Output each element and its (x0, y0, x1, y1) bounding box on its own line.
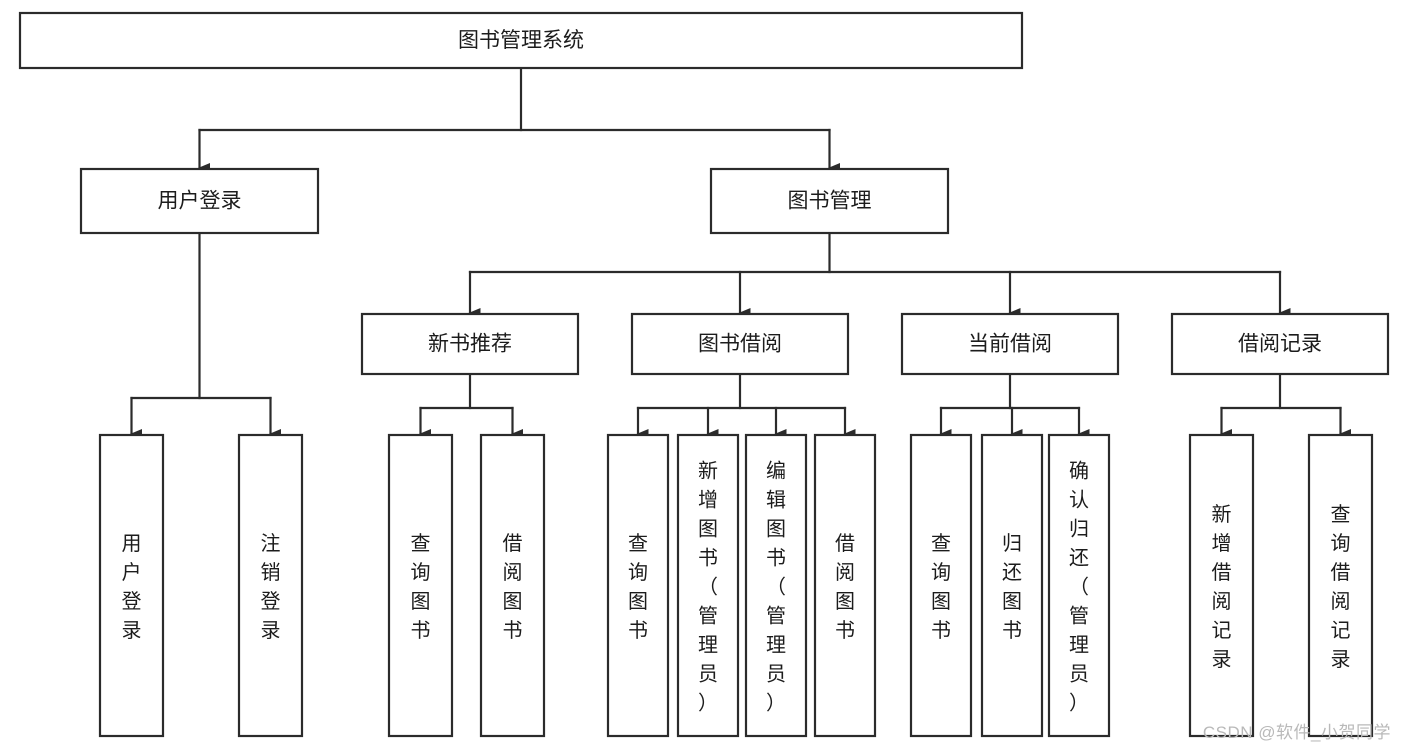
node-label: 查询图书 (411, 532, 431, 642)
node-label: 新书推荐 (428, 333, 512, 356)
leaf-node-4[interactable]: 查询图书 (606, 433, 670, 738)
level1-node-0[interactable]: 用户登录 (79, 167, 320, 235)
node-label: 当前借阅 (968, 333, 1052, 356)
node-label: 查询图书 (931, 532, 951, 642)
leaf-node-1[interactable]: 注销登录 (237, 433, 304, 738)
leaf-node-6[interactable]: 编辑图书（管理员） (744, 433, 808, 738)
node-box (744, 433, 808, 738)
node-label: 注销登录 (261, 532, 281, 642)
node-box (1170, 312, 1390, 376)
node-box (909, 433, 973, 738)
leaf-node-7[interactable]: 借阅图书 (813, 433, 877, 738)
node-label: 图书管理系统 (458, 29, 584, 52)
node-label: 新增图书（管理员） (698, 460, 718, 715)
node-box (1307, 433, 1374, 738)
node-label: 用户登录 (122, 533, 142, 642)
level2-node-3[interactable]: 借阅记录 (1170, 312, 1390, 376)
node-box (98, 433, 165, 738)
node-box (1047, 433, 1111, 738)
node-box (79, 167, 320, 235)
leaf-node-5[interactable]: 新增图书（管理员） (676, 433, 740, 738)
node-box (479, 433, 546, 738)
leaf-node-0[interactable]: 用户登录 (98, 433, 165, 738)
node-box (237, 433, 304, 738)
node-box (676, 433, 740, 738)
nodes-layer: 图书管理系统用户登录图书管理新书推荐图书借阅当前借阅借阅记录用户登录注销登录查询… (18, 11, 1390, 738)
csdn-watermark: CSDN @软件_小贺同学 (1202, 723, 1391, 742)
node-box (1188, 433, 1255, 738)
level2-node-1[interactable]: 图书借阅 (630, 312, 850, 376)
node-label: 图书管理 (788, 190, 872, 213)
node-box (900, 312, 1120, 376)
node-label: 借阅图书 (835, 532, 855, 642)
node-box (980, 433, 1044, 738)
leaf-node-12[interactable]: 查询借阅记录 (1307, 433, 1374, 738)
root-node-图书管理系统[interactable]: 图书管理系统 (18, 11, 1024, 70)
node-box (18, 11, 1024, 70)
node-label: 编辑图书（管理员） (766, 460, 786, 715)
level2-node-0[interactable]: 新书推荐 (360, 312, 580, 376)
node-box (606, 433, 670, 738)
node-box (630, 312, 850, 376)
node-label: 新增借阅记录 (1212, 503, 1232, 671)
node-box (813, 433, 877, 738)
leaf-node-2[interactable]: 查询图书 (387, 433, 454, 738)
node-box (387, 433, 454, 738)
level1-node-1[interactable]: 图书管理 (709, 167, 950, 235)
level2-node-2[interactable]: 当前借阅 (900, 312, 1120, 376)
edges-layer (130, 66, 1351, 439)
node-label: 查询图书 (628, 532, 648, 642)
leaf-node-8[interactable]: 查询图书 (909, 433, 973, 738)
node-label: 归还图书 (1002, 532, 1022, 642)
node-label: 用户登录 (158, 190, 242, 213)
leaf-node-11[interactable]: 新增借阅记录 (1188, 433, 1255, 738)
node-label: 借阅记录 (1238, 333, 1322, 356)
node-label: 图书借阅 (698, 333, 782, 356)
leaf-node-3[interactable]: 借阅图书 (479, 433, 546, 738)
node-box (360, 312, 580, 376)
leaf-node-10[interactable]: 确认归还（管理员） (1047, 433, 1111, 738)
node-label: 确认归还（管理员） (1069, 460, 1089, 715)
node-label: 查询借阅记录 (1331, 503, 1351, 671)
leaf-node-9[interactable]: 归还图书 (980, 433, 1044, 738)
node-label: 借阅图书 (503, 532, 523, 642)
node-box (709, 167, 950, 235)
